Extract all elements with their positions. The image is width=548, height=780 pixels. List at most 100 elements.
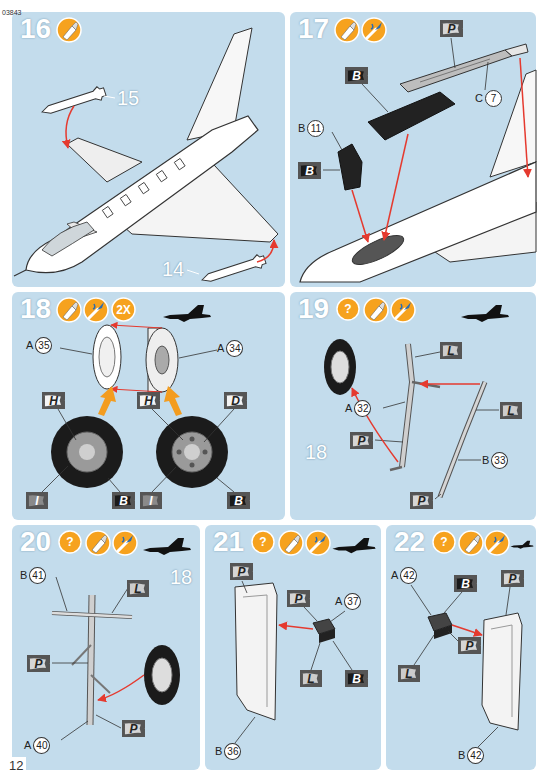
flag-shape <box>42 393 64 409</box>
step-18-art <box>111 325 162 328</box>
step-badge: ? <box>336 297 360 321</box>
step-17-art <box>490 70 536 177</box>
step-19-art <box>402 344 412 467</box>
step-badge: ? <box>58 530 82 554</box>
flag-shape <box>458 638 480 654</box>
step-19-art <box>352 388 398 462</box>
part-number: A <box>391 570 398 581</box>
step-17-art <box>485 62 488 90</box>
step-20-art <box>72 645 110 693</box>
step-17-art <box>505 44 528 56</box>
part-label: 18 <box>170 567 192 587</box>
badge-text: ? <box>344 303 351 315</box>
step-22-art <box>411 585 510 747</box>
step-panel: 16 <box>12 12 285 287</box>
step-16-art <box>120 194 131 205</box>
step-20-art <box>112 588 128 613</box>
step-18-art <box>163 305 211 322</box>
step-18-art <box>42 466 68 492</box>
step-20-art <box>144 645 180 705</box>
step-18-art <box>42 348 234 492</box>
step-22-art <box>411 531 534 747</box>
step-21-art <box>333 641 352 670</box>
step-number: 18 <box>20 293 51 325</box>
step-22-art <box>510 541 533 549</box>
step-16-art <box>66 106 74 148</box>
step-19-art <box>420 383 480 385</box>
step-19-art <box>383 402 405 408</box>
step-18-art <box>57 298 81 322</box>
part-callout: B11 <box>298 120 324 137</box>
step-20-art <box>56 577 67 611</box>
part-number: B <box>298 123 305 134</box>
part-callout: A37 <box>335 593 361 610</box>
step-18-art <box>156 416 228 488</box>
step-19-art <box>440 382 485 497</box>
color-code: P <box>508 573 516 585</box>
part-number: B <box>215 746 222 757</box>
step-16-art <box>174 158 185 169</box>
color-flag: P <box>122 720 145 737</box>
color-code: B <box>305 165 314 177</box>
step-16-art <box>138 182 149 193</box>
step-16-art <box>14 270 26 276</box>
part-number: A <box>345 403 352 414</box>
step-16-art <box>42 222 94 256</box>
step-panels <box>290 12 536 287</box>
step-21-art <box>306 531 330 555</box>
badge-circle <box>59 531 81 553</box>
step-21-art <box>332 538 375 553</box>
step-21-art <box>242 581 247 593</box>
badge-circle <box>112 298 135 321</box>
step-18-art <box>184 444 200 460</box>
step-21-art <box>311 643 320 670</box>
step-20-art <box>96 715 121 728</box>
part-number: A <box>335 596 342 607</box>
flag-shape <box>440 21 462 37</box>
color-flag: B <box>345 670 368 687</box>
step-panels <box>12 12 536 770</box>
part-number: 42 <box>400 567 417 584</box>
color-flag: P <box>440 20 463 37</box>
step-19-art <box>461 305 509 322</box>
color-flag: B <box>454 575 477 592</box>
flag-shape <box>140 493 161 509</box>
step-20-art <box>61 721 88 740</box>
part-callout: B36 <box>215 743 241 760</box>
step-18-art <box>152 409 183 440</box>
badge-text: ? <box>440 536 447 548</box>
color-code: P <box>294 593 302 605</box>
step-18-art <box>79 444 95 460</box>
badge-circle <box>337 298 359 320</box>
step-18-art <box>152 467 176 492</box>
part-number: A <box>26 340 33 351</box>
flag-shape <box>454 576 476 592</box>
part-callout: C7 <box>475 90 502 107</box>
step-21-art <box>235 717 255 743</box>
step-18-art <box>179 350 217 358</box>
flag-shape <box>26 493 47 509</box>
step-panels <box>205 525 381 770</box>
step-17-art <box>300 162 536 282</box>
step-19-art <box>391 298 415 322</box>
step-panels <box>12 292 285 520</box>
step-19-art <box>458 460 481 461</box>
part-callout: B42 <box>458 747 484 764</box>
step-16-art <box>187 270 199 274</box>
flag-shape <box>230 564 252 580</box>
color-code: B <box>352 673 361 685</box>
step-22-art <box>452 625 482 635</box>
flag-shape <box>287 591 309 607</box>
step-18-art <box>204 409 234 442</box>
step-16-art <box>102 158 185 217</box>
step-16-art <box>40 85 107 119</box>
step-21-art <box>243 595 267 707</box>
step-badge: ? <box>432 530 456 554</box>
part-number: 32 <box>354 400 371 417</box>
color-code: I <box>35 495 38 507</box>
step-18-art <box>99 337 115 377</box>
part-callout: A35 <box>26 337 52 354</box>
color-code: B <box>352 70 361 82</box>
part-number: C <box>475 93 483 104</box>
